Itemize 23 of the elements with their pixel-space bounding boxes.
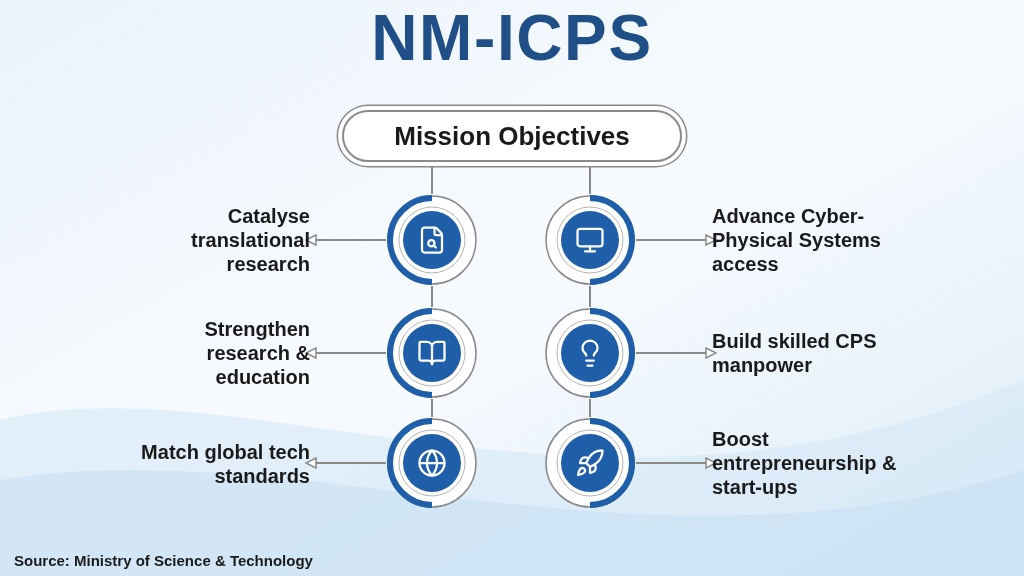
connector-line — [589, 285, 591, 308]
arrow — [305, 457, 387, 469]
icon-circle — [386, 194, 478, 286]
objective-text: Strengthen research & education — [203, 317, 310, 389]
connector-line — [431, 285, 433, 308]
objective-text: Advance Cyber-Physical Systems access — [712, 204, 882, 276]
source-note: Source: Ministry of Science & Technology — [14, 550, 313, 571]
icon-circle — [544, 307, 636, 399]
objective-text: Catalyse translational research — [190, 204, 310, 276]
title: NM-ICPS — [370, 6, 654, 70]
heading-text: Mission Objectives — [394, 119, 630, 153]
icon-circle — [544, 194, 636, 286]
objective-text: Build skilled CPS manpower — [712, 329, 878, 377]
arrow — [635, 347, 717, 359]
arrow — [305, 347, 387, 359]
connector-line — [589, 398, 591, 418]
icon-circle — [544, 417, 636, 509]
arrow — [635, 457, 717, 469]
icon-circle — [386, 307, 478, 399]
connector-line — [431, 398, 433, 418]
icon-circle — [386, 417, 478, 509]
objective-text: Match global tech standards — [140, 440, 310, 488]
objective-text: Boost entrepreneurship & start-ups — [712, 427, 898, 499]
